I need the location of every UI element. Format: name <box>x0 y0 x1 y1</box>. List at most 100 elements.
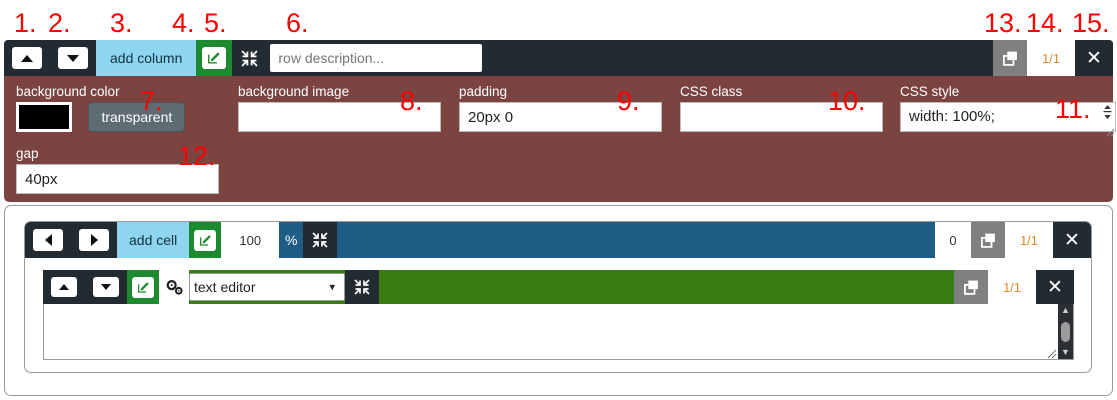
field-gap: gap <box>16 146 219 194</box>
cell-counter[interactable]: 1/1 <box>1005 222 1053 258</box>
row-toolbar: add column 1/1 ✕ <box>4 40 1113 76</box>
annotation-5: 5. <box>204 8 227 38</box>
cell-unit-label: % <box>279 222 304 258</box>
copy-icon <box>1002 51 1017 66</box>
padding-input[interactable] <box>459 102 662 132</box>
collapse-arrows-icon <box>241 49 258 67</box>
editor-scrollbar[interactable]: ▲ ▼ <box>1058 304 1073 359</box>
element-move-up-button[interactable] <box>43 270 85 304</box>
element-toolbar-spacer <box>379 270 954 304</box>
collapse-arrows-icon <box>312 232 328 248</box>
copy-icon <box>980 233 995 248</box>
cell-close-button[interactable]: ✕ <box>1053 222 1091 258</box>
element-toolbar: ▾ 1/1 ✕ <box>43 270 1074 304</box>
background-color-swatch[interactable] <box>16 102 72 132</box>
close-x-icon: ✕ <box>1064 229 1080 251</box>
resize-grip-icon[interactable] <box>1103 124 1115 137</box>
element-card: ▾ 1/1 ✕ ▲ ▼ <box>43 270 1074 360</box>
close-x-icon: ✕ <box>1047 276 1063 298</box>
transparent-button[interactable]: transparent <box>88 102 186 132</box>
triangle-up-icon <box>12 47 42 69</box>
annotation-14: 14. <box>1026 8 1064 38</box>
triangle-up-icon <box>51 277 77 297</box>
row-counter-label: 1/1 <box>1041 50 1061 66</box>
element-close-button[interactable]: ✕ <box>1036 270 1074 304</box>
row-move-down-button[interactable] <box>50 40 96 76</box>
cell-index-label: 0 <box>949 232 957 248</box>
scroll-up-arrow-icon[interactable]: ▲ <box>1061 305 1070 315</box>
percent-sign: % <box>285 232 298 248</box>
scrollbar-thumb[interactable] <box>1061 321 1070 342</box>
css-style-wrap: width: 100%; <box>900 102 1116 137</box>
triangle-left-icon <box>33 229 63 251</box>
cell-collapse-button[interactable] <box>303 222 338 258</box>
annotation-3: 3. <box>110 8 133 38</box>
annotation-1: 1. <box>14 8 37 38</box>
row-toolbar-spacer <box>482 40 993 76</box>
annotation-6: 6. <box>286 8 309 38</box>
gap-input[interactable] <box>16 164 219 194</box>
element-type-select-wrap: ▾ <box>189 270 345 304</box>
padding-label: padding <box>459 84 508 99</box>
element-edit-button[interactable] <box>127 270 159 304</box>
row-move-up-button[interactable] <box>4 40 50 76</box>
annotation-15: 15. <box>1072 8 1110 38</box>
cell-width-input[interactable] <box>221 222 280 258</box>
element-editor-area[interactable]: ▲ ▼ <box>43 304 1074 360</box>
annotation-2: 2. <box>48 8 71 38</box>
element-copy-button[interactable] <box>954 270 988 304</box>
copy-icon <box>963 280 978 295</box>
background-color-label: background color <box>16 84 120 99</box>
transparent-label: transparent <box>101 109 173 125</box>
add-column-button[interactable]: add column <box>96 40 197 76</box>
resize-grip-icon[interactable] <box>1045 346 1057 359</box>
field-css-class: CSS class <box>680 84 883 132</box>
pencil-square-icon <box>202 47 227 69</box>
element-collapse-button[interactable] <box>345 270 379 304</box>
field-css-style: CSS style width: 100%; <box>900 84 1116 137</box>
cogs-icon <box>166 279 183 295</box>
cell-index[interactable]: 0 <box>935 222 971 258</box>
add-cell-label: add cell <box>129 232 178 248</box>
pencil-square-icon <box>132 276 154 298</box>
add-column-label: add column <box>110 50 183 66</box>
field-padding: padding <box>459 84 662 132</box>
triangle-down-icon <box>93 277 119 297</box>
cell-counter-label: 1/1 <box>1019 232 1039 248</box>
element-type-select[interactable] <box>189 273 345 301</box>
annotation-13: 13. <box>984 8 1022 38</box>
row-description-input[interactable] <box>270 44 483 72</box>
row-counter[interactable]: 1/1 <box>1027 40 1075 76</box>
field-background-color: background color transparent <box>16 84 186 132</box>
field-background-image: background image <box>238 84 441 132</box>
row-copy-button[interactable] <box>993 40 1027 76</box>
add-cell-button[interactable]: add cell <box>117 222 190 258</box>
close-x-icon: ✕ <box>1086 47 1102 69</box>
cell-move-left-button[interactable] <box>25 222 71 258</box>
spinner-icon[interactable] <box>1100 103 1114 121</box>
css-class-label: CSS class <box>680 84 743 99</box>
cell-toolbar-spacer <box>337 222 935 258</box>
cell-toolbar: add cell % 0 <box>25 222 1091 258</box>
element-move-down-button[interactable] <box>85 270 127 304</box>
pencil-square-icon <box>194 229 217 251</box>
triangle-down-icon <box>58 47 88 69</box>
element-settings-button[interactable] <box>159 270 189 304</box>
cell-move-right-button[interactable] <box>71 222 117 258</box>
row-close-button[interactable]: ✕ <box>1075 40 1113 76</box>
gap-label: gap <box>16 146 39 161</box>
css-class-input[interactable] <box>680 102 883 132</box>
css-style-label: CSS style <box>900 84 960 99</box>
cell-copy-button[interactable] <box>971 222 1005 258</box>
element-counter-label: 1/1 <box>1002 279 1022 295</box>
collapse-arrows-icon <box>354 279 370 295</box>
triangle-right-icon <box>79 229 109 251</box>
css-style-textarea[interactable]: width: 100%; <box>900 102 1116 132</box>
element-counter[interactable]: 1/1 <box>988 270 1036 304</box>
annotation-4: 4. <box>172 8 195 38</box>
row-edit-button[interactable] <box>196 40 233 76</box>
row-collapse-button[interactable] <box>232 40 267 76</box>
scroll-down-arrow-icon[interactable]: ▼ <box>1061 347 1070 357</box>
background-image-input[interactable] <box>238 102 441 132</box>
cell-edit-button[interactable] <box>189 222 222 258</box>
